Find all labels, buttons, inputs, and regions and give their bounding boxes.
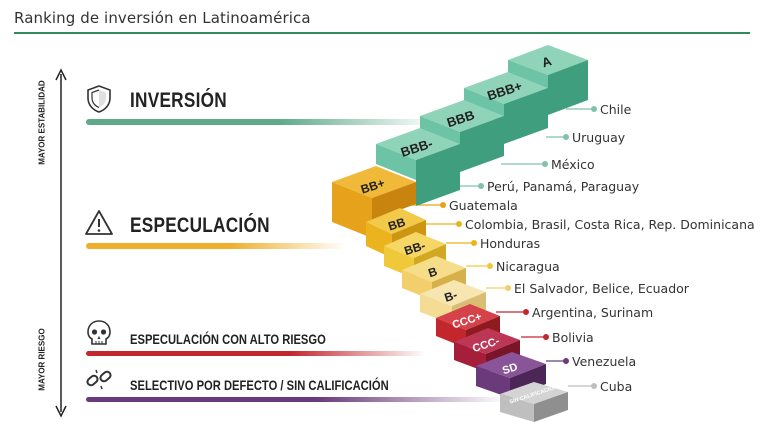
country-label-nicaragua: Nicaragua bbox=[496, 259, 560, 274]
block-BBB-plus bbox=[464, 72, 548, 144]
skull-icon bbox=[87, 320, 111, 345]
country-label-uruguay: Uruguay bbox=[572, 130, 626, 145]
warning-icon bbox=[85, 210, 113, 235]
country-label-argentina-surinam: Argentina, Surinam bbox=[532, 305, 654, 320]
country-label-peru-panama-paraguay: Perú, Panamá, Paraguay bbox=[487, 179, 640, 194]
category-line-alto-riesgo bbox=[86, 351, 426, 356]
stability-axis bbox=[55, 68, 67, 418]
country-label-colombia-brasil: Colombia, Brasil, Costa Rica, Rep. Domin… bbox=[465, 217, 755, 232]
country-label-bolivia: Bolivia bbox=[552, 330, 594, 345]
country-label-honduras: Honduras bbox=[480, 236, 541, 251]
page-title: Ranking de inversión en Latinoamérica bbox=[14, 9, 311, 27]
category-label-inversion: INVERSIÓN bbox=[130, 89, 227, 112]
shield-icon bbox=[87, 85, 111, 113]
category-label-alto-riesgo: ESPECULACIÓN CON ALTO RIESGO bbox=[130, 331, 326, 347]
category-line-especulacion bbox=[86, 243, 346, 249]
country-label-chile: Chile bbox=[600, 102, 632, 117]
country-label-el-salvador: El Salvador, Belice, Ecuador bbox=[514, 281, 689, 296]
country-label-mexico: México bbox=[551, 157, 595, 172]
category-line-inversion bbox=[86, 119, 436, 125]
category-label-especulacion: ESPECULACIÓN bbox=[130, 214, 270, 237]
leader-lines bbox=[406, 106, 597, 389]
title-underline bbox=[14, 32, 750, 34]
country-label-guatemala: Guatemala bbox=[449, 198, 518, 213]
block-BB-plus bbox=[332, 166, 416, 238]
broken-chain-icon bbox=[86, 369, 112, 390]
grade-label-B-minus: B- bbox=[443, 288, 459, 305]
category-line-selectivo bbox=[86, 397, 506, 402]
block-BBB-minus bbox=[376, 128, 460, 206]
block-sin-calificacion bbox=[500, 382, 568, 422]
grade-label-BB: BB bbox=[386, 215, 407, 234]
grade-label-BB-minus: BB- bbox=[402, 238, 427, 258]
grade-label-SD: SD bbox=[501, 361, 519, 377]
block-A bbox=[508, 45, 588, 115]
category-label-selectivo: SELECTIVO POR DEFECTO / SIN CALIFICACIÓN bbox=[130, 377, 389, 393]
country-label-venezuela: Venezuela bbox=[572, 354, 637, 369]
country-label-cuba: Cuba bbox=[600, 379, 633, 394]
